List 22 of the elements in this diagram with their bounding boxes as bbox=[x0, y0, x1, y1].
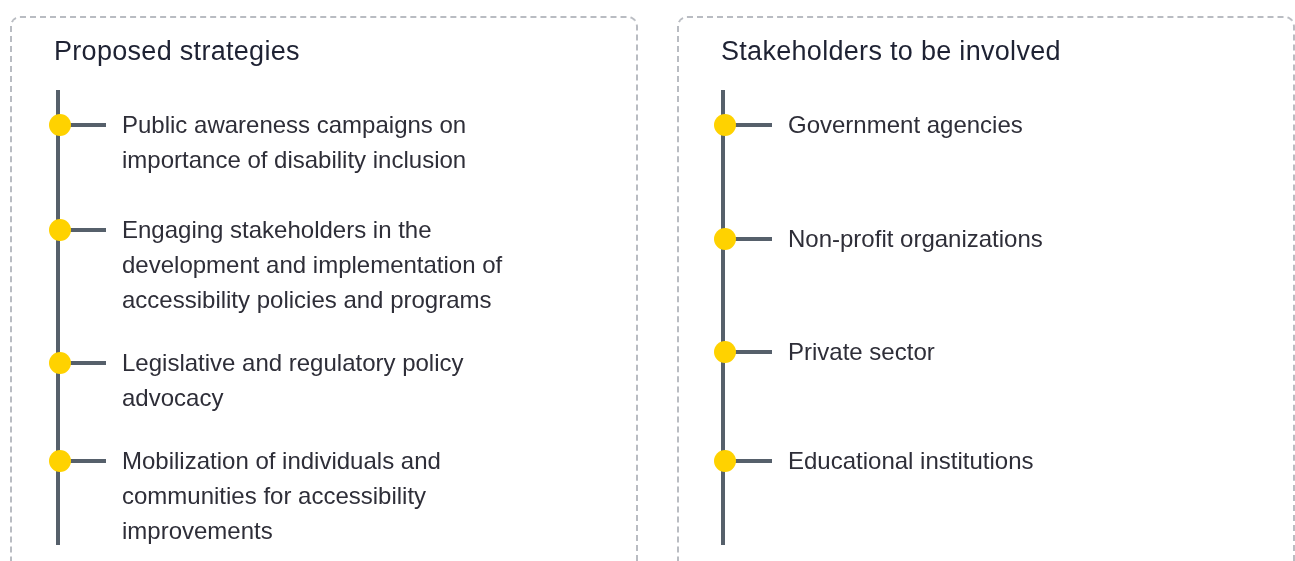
timeline-bar bbox=[56, 90, 60, 545]
panel-card bbox=[677, 16, 1295, 561]
list-item-text: Educational institutions bbox=[788, 443, 1233, 478]
list-item-text: Private sector bbox=[788, 334, 1233, 369]
list-item-text: Legislative and regulatory policy advocacy bbox=[122, 345, 567, 415]
connector-line bbox=[714, 114, 772, 136]
panel-card bbox=[10, 16, 638, 561]
connector-line bbox=[714, 450, 772, 472]
list-item-text: Engaging stakeholders in the development and implementation of accessibility policies and programs bbox=[122, 212, 567, 317]
connector-line bbox=[714, 228, 772, 250]
connector-line bbox=[49, 450, 106, 472]
list-item-text: Mobilization of individuals and communities for accessibility improvements bbox=[122, 443, 567, 548]
panel-title: Proposed strategies bbox=[54, 36, 300, 67]
list-item-text: Non-profit organizations bbox=[788, 221, 1233, 256]
list-item-text: Public awareness campaigns on importance of disability inclusion bbox=[122, 107, 567, 177]
connector-line bbox=[49, 352, 106, 374]
connector-line bbox=[714, 341, 772, 363]
list-item-text: Government agencies bbox=[788, 107, 1233, 142]
connector-line bbox=[49, 114, 106, 136]
timeline-bar bbox=[721, 90, 725, 545]
panel-title: Stakeholders to be involved bbox=[721, 36, 1061, 67]
connector-line bbox=[49, 219, 106, 241]
